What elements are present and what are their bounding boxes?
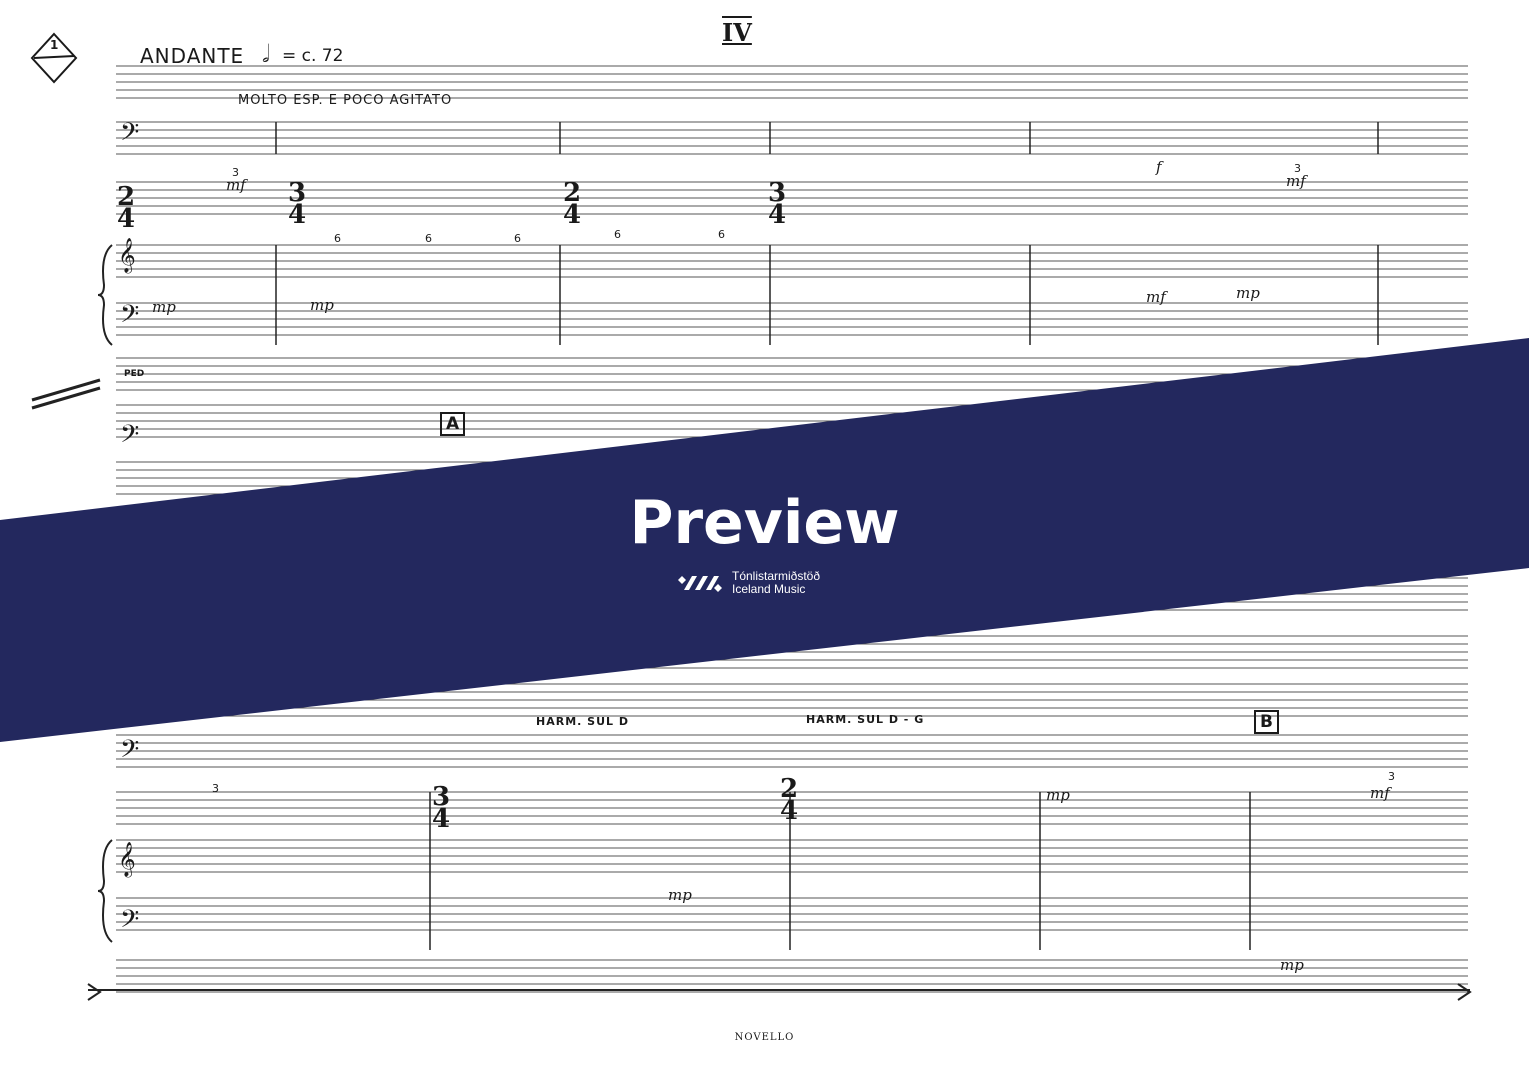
dynamic-mf: mf [226, 176, 246, 194]
tuplet-label: 3 [1294, 162, 1301, 175]
dynamic-mp: mp [668, 886, 692, 904]
dynamic-f: f [1156, 158, 1162, 176]
harmonics-marking: HARM. SUL D [536, 715, 629, 728]
tuplet-label: 6 [514, 232, 521, 245]
movement-number: IV [722, 18, 752, 47]
tuplet-label: 3 [1388, 770, 1395, 783]
bass-clef-icon: 𝄢 [120, 905, 140, 940]
treble-clef-icon: 𝄞 [118, 238, 136, 273]
rehearsal-mark-a: A [440, 412, 466, 436]
harmonics-marking: HARM. SUL D - G [806, 713, 925, 726]
dynamic-mf: mf [1370, 784, 1390, 802]
rehearsal-mark-b: B [1254, 710, 1279, 734]
tuplet-label: 3 [212, 782, 219, 795]
tuplet-label: 6 [425, 232, 432, 245]
system-separator [31, 378, 101, 410]
pedal-marking: PED [124, 369, 145, 379]
iceland-music-logo: Tónlistarmiðstöð Iceland Music [676, 570, 820, 596]
tuplet-label: 6 [334, 232, 341, 245]
tuplet-label: 3 [232, 166, 239, 179]
piano-brace [97, 839, 113, 943]
treble-clef-icon: 𝄞 [118, 842, 136, 877]
bass-clef-icon: 𝄢 [120, 735, 140, 770]
piano-brace [97, 244, 113, 346]
dynamic-mf: mf [1146, 288, 1166, 306]
bass-clef-icon: 𝄢 [120, 420, 140, 455]
tempo-marking: ANDANTE [140, 44, 245, 68]
preview-title: Preview [629, 488, 900, 558]
bass-clef-icon: 𝄢 [120, 118, 140, 153]
logo-line2: Iceland Music [732, 582, 806, 596]
tempo-value: = c. 72 [282, 46, 344, 66]
note-half-icon: 𝅗𝅥 [262, 40, 270, 68]
dynamic-mp: mp [310, 296, 334, 314]
tuplet-label: 6 [614, 228, 621, 241]
dynamic-mf: mf [1286, 172, 1306, 190]
logo-line1: Tónlistarmiðstöð [732, 569, 821, 583]
bass-clef-icon: 𝄢 [120, 300, 140, 335]
banner-band [0, 338, 1529, 742]
publisher-mark: NOVELLO [734, 1032, 795, 1043]
pedal-line [87, 983, 1472, 1001]
tuplet-label: 6 [718, 228, 725, 241]
dynamic-mp: mp [1236, 284, 1260, 302]
dynamic-mp: mp [152, 298, 176, 316]
rehearsal-number-diamond: 1 [30, 32, 78, 84]
dynamic-mp: mp [1046, 786, 1070, 804]
dynamic-mp: mp [1280, 956, 1304, 974]
expression-marking: MOLTO ESP. E POCO AGITATO [238, 93, 453, 108]
iceland-music-logo-icon [678, 576, 722, 592]
